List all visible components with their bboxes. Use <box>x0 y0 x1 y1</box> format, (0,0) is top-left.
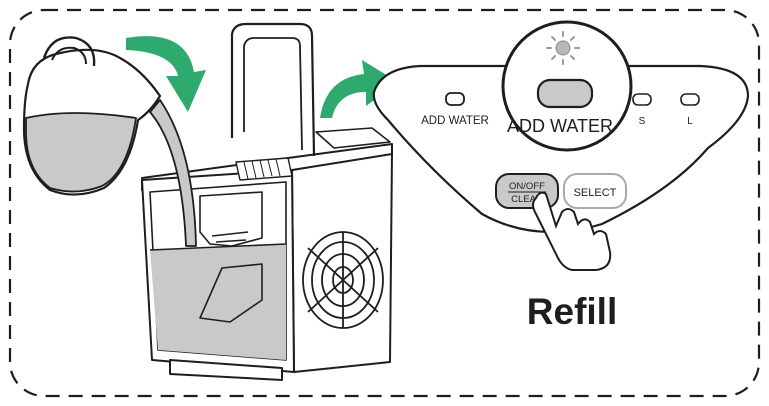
size-small-label: S <box>639 116 646 127</box>
control-panel: ADD WATER S L ON/OFF CLEAN SELECT ADD WA… <box>372 20 750 271</box>
clean-label: CLEAN <box>511 194 543 205</box>
size-large-label: L <box>687 116 693 127</box>
on-off-label: ON/OFF <box>509 181 545 192</box>
select-label: SELECT <box>574 187 617 199</box>
arrow-icon <box>126 36 398 118</box>
tank-water <box>150 244 286 360</box>
fan-grille <box>302 231 384 329</box>
size-large-indicator <box>680 93 700 106</box>
water-stream <box>149 99 197 247</box>
add-water-indicator-small <box>445 92 465 106</box>
add-water-label-large: ADD WATER <box>507 116 613 136</box>
add-water-label-small: ADD WATER <box>421 115 489 127</box>
add-water-indicator-large <box>536 78 594 109</box>
refill-caption: Refill <box>527 291 617 332</box>
size-small-indicator <box>632 93 652 106</box>
ice-maker-icon <box>141 22 393 381</box>
select-button[interactable]: SELECT <box>563 173 627 209</box>
magnified-indicator-zoom: ADD WATER <box>501 20 633 152</box>
hand-pointer-icon <box>532 191 612 271</box>
pitcher-icon <box>22 36 197 247</box>
light-icon <box>546 31 580 65</box>
